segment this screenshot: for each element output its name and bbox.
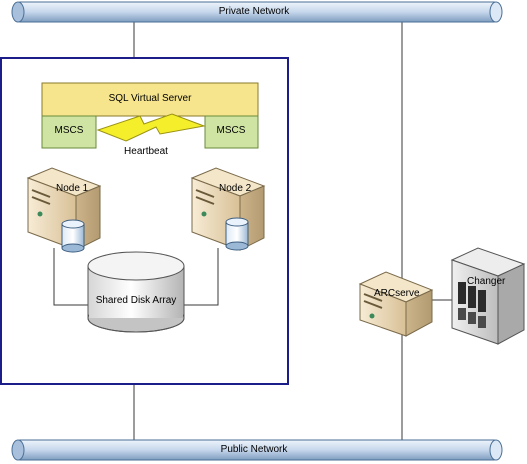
node2-database-icon <box>225 217 249 251</box>
arcserve-server-icon <box>358 271 434 337</box>
heartbeat-bolt-icon <box>96 113 206 142</box>
private-network-pipe <box>11 1 503 23</box>
changer-label: Changer <box>467 276 506 287</box>
sql-virtual-server-box <box>41 82 259 117</box>
mscs-right-label: MSCS <box>216 125 246 136</box>
public-network-label: Public Network <box>220 444 288 455</box>
node1-label: Node 1 <box>56 183 89 194</box>
mscs-right-box <box>204 115 259 149</box>
shared-disk-array-icon <box>87 251 185 333</box>
changer-icon <box>450 247 526 345</box>
cluster-boundary <box>0 57 289 385</box>
shared-disk-array-label: Shared Disk Array <box>95 295 177 306</box>
mscs-left-label: MSCS <box>54 125 84 136</box>
node2-label: Node 2 <box>219 183 252 194</box>
mscs-left-box <box>41 115 97 149</box>
node1-database-icon <box>61 219 85 253</box>
public-network-pipe <box>11 439 503 461</box>
connection-lines <box>53 22 454 440</box>
sql-virtual-server-label: SQL Virtual Server <box>108 93 192 104</box>
private-network-label: Private Network <box>218 6 290 17</box>
heartbeat-label: Heartbeat <box>124 146 168 157</box>
arcserve-label: ARCserve <box>374 288 420 299</box>
